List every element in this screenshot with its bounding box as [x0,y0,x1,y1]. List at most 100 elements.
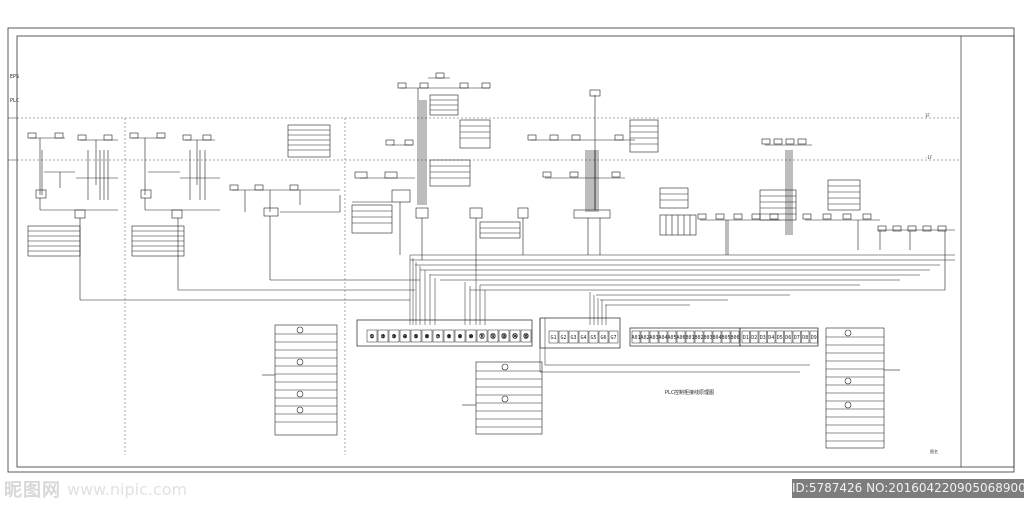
terminal-cell: B06 [730,330,740,344]
device-cluster-3 [229,124,420,281]
terminal-label: B02 [694,335,703,341]
terminal-cell: ⑥ [421,329,433,343]
terminal-label: G3 [570,335,576,341]
terminal-cell: D6 [784,330,793,344]
floor-tag-1f: 1F [925,113,930,118]
terminal-label: ⑨ [458,334,463,340]
terminal-label: G2 [560,335,566,341]
terminal-label: B03 [703,335,712,341]
center-riser [351,72,529,270]
terminal-label: D6 [785,335,791,341]
terminal-cell: D3 [758,330,767,344]
terminal-label: D1 [743,335,749,341]
terminal-label: ⑦ [436,334,441,340]
terminal-cell: A02 [640,330,650,344]
terminal-label: A04 [658,335,667,341]
floor-tag-b1: -1F [925,155,933,160]
terminal-label: G7 [610,335,616,341]
terminal-label: B04 [712,335,721,341]
terminal-label: B06 [730,335,739,341]
device-cluster-left-1 [27,132,410,301]
device-cluster-left-2 [129,132,415,291]
device-cluster-center-right [527,89,659,255]
terminal-cell: ⑬ [498,329,510,343]
watermark-url: www.nipic.com [67,479,188,499]
drawing-frame [7,27,1015,473]
terminal-cell: G5 [588,330,599,344]
terminal-cell: ⑮ [520,329,532,343]
terminal-cell: D5 [775,330,784,344]
terminal-label: ③ [392,334,397,340]
terminal-label: A06 [676,335,685,341]
side-labels: EPS PLC [10,74,19,104]
terminal-label: A03 [649,335,658,341]
terminal-cell: ⑦ [432,329,444,343]
terminal-cell: D2 [750,330,759,344]
terminal-cell: ③ [388,329,400,343]
terminal-cell: G1 [548,330,559,344]
terminal-label: D3 [760,335,766,341]
terminal-cell: D1 [741,330,750,344]
terminal-label: ⑥ [425,334,430,340]
terminal-label: D5 [777,335,783,341]
terminal-cell: ⑤ [410,329,422,343]
legend-table-mid [462,361,543,435]
terminal-label: B01 [685,335,694,341]
terminal-cell: D9 [809,330,818,344]
terminal-label: ⑭ [512,333,517,340]
terminal-cell: B04 [712,330,722,344]
terminal-cell: A04 [658,330,668,344]
terminal-cell: ⑪ [476,329,488,343]
terminal-cell: G3 [568,330,579,344]
terminal-cell: G2 [558,330,569,344]
terminal-cell: B03 [703,330,713,344]
side-label-mid: PLC [10,98,19,104]
terminal-label: ⑮ [523,333,528,340]
terminal-cell: ⑭ [509,329,521,343]
terminal-label: A05 [667,335,676,341]
watermark-left: 昵图网 www.nipic.com [0,478,188,502]
device-cluster-right [659,138,955,290]
terminal-label: ② [381,334,386,340]
side-label-top: EPS [10,74,19,80]
bus-lines [409,254,955,373]
terminal-cell: B02 [694,330,704,344]
terminal-label: ⑧ [447,334,452,340]
terminal-label: A02 [640,335,649,341]
terminal-cell: B01 [685,330,695,344]
terminal-label: D9 [811,335,817,341]
terminal-label: ⑪ [479,333,484,340]
terminal-label: D7 [794,335,800,341]
terminal-label: D8 [802,335,808,341]
terminal-cell: A03 [649,330,659,344]
terminal-cell: G4 [578,330,589,344]
terminal-cell: D4 [767,330,776,344]
terminal-label: ⑫ [490,333,495,340]
terminal-cell: A06 [676,330,686,344]
terminal-label: G1 [550,335,556,341]
watermark-logo: 昵图网 [4,480,61,501]
center-note: PLC控制柜接线原理图 [665,389,714,396]
terminal-cell: ⑩ [465,329,477,343]
terminal-cell: ⑧ [443,329,455,343]
terminal-cell: ⑨ [454,329,466,343]
terminal-cell: A01 [631,330,641,344]
terminal-cell: G7 [608,330,619,344]
terminal-label: A01 [631,335,640,341]
terminal-cell: D8 [801,330,810,344]
terminal-label: G4 [580,335,586,341]
terminal-cell: ① [366,329,378,343]
floor-divider-lines [17,117,961,455]
terminal-cell: ② [377,329,389,343]
terminal-cell: ④ [399,329,411,343]
terminal-cell: G6 [598,330,609,344]
terminal-label: ⑤ [414,334,419,340]
terminal-label: ⑬ [501,333,506,340]
terminal-label: G6 [600,335,606,341]
terminal-cell: ⑫ [487,329,499,343]
terminal-label: D2 [751,335,757,341]
terminal-cell: D7 [792,330,801,344]
